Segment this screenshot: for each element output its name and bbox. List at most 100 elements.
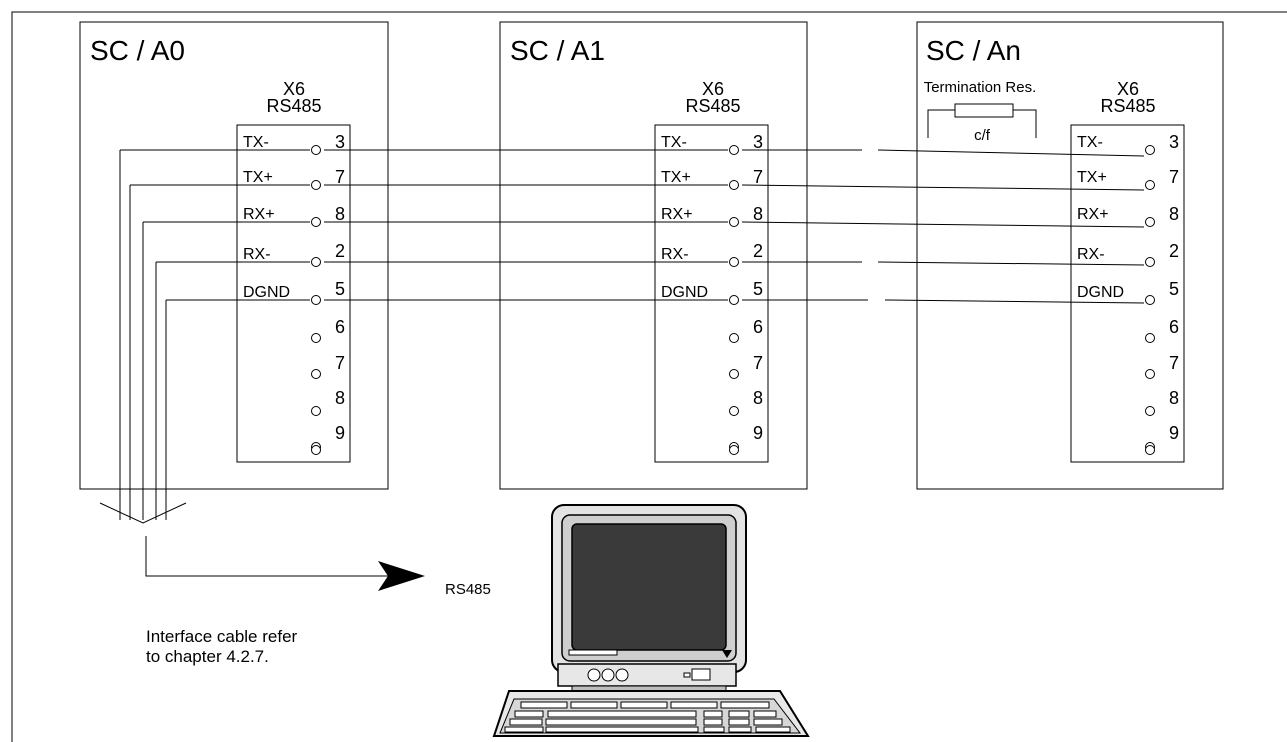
spare-pin-terminal bbox=[1145, 445, 1155, 455]
cable-route-line bbox=[145, 536, 398, 577]
pin-terminal bbox=[311, 257, 321, 267]
pin-number-dgnd: 5 bbox=[1169, 279, 1179, 299]
resistor-leads bbox=[927, 109, 1037, 138]
bus-wire-rx-plus bbox=[143, 221, 1145, 228]
connector-type-an: RS485 bbox=[1100, 96, 1155, 116]
bus-wire-tx-plus bbox=[130, 184, 1145, 191]
pin-number-tx-minus: 3 bbox=[335, 132, 345, 152]
spare-pin-terminal bbox=[1145, 333, 1155, 343]
pin-number-tx-minus: 3 bbox=[753, 132, 763, 152]
signal-label-tx-plus: TX+ bbox=[1077, 169, 1107, 186]
pin-terminal bbox=[1145, 217, 1155, 227]
pin-number-dgnd: 5 bbox=[335, 279, 345, 299]
spare-pin-terminal bbox=[1145, 369, 1155, 379]
module-title-a0: SC / A0 bbox=[90, 35, 185, 66]
cable-note-line-1: Interface cable refer bbox=[146, 627, 298, 646]
connector-box-a0 bbox=[236, 124, 351, 463]
connector-name-an: X6 bbox=[1117, 79, 1139, 99]
module-box-a0 bbox=[79, 21, 389, 490]
cable-note-line-2: to chapter 4.2.7. bbox=[146, 647, 269, 666]
connector-name-a0: X6 bbox=[283, 79, 305, 99]
signal-label-rx-plus: RX+ bbox=[243, 206, 275, 223]
spare-pin-number: 7 bbox=[335, 353, 345, 373]
module-title-a1: SC / A1 bbox=[510, 35, 605, 66]
page-frame bbox=[11, 11, 1287, 742]
pin-terminal bbox=[1145, 180, 1155, 190]
signal-label-tx-minus: TX- bbox=[661, 134, 687, 151]
termination-resistor: Termination Res. c/f bbox=[924, 79, 1037, 144]
spare-pin-number: 9 bbox=[335, 423, 345, 443]
pin-number-tx-plus: 7 bbox=[335, 167, 345, 187]
termination-note: c/f bbox=[974, 127, 991, 144]
pin-terminal bbox=[729, 295, 739, 305]
signal-label-tx-minus: TX- bbox=[1077, 134, 1103, 151]
signal-label-tx-plus: TX+ bbox=[661, 169, 691, 186]
pin-number-rx-plus: 8 bbox=[1169, 204, 1179, 224]
spare-pin-terminal bbox=[1145, 406, 1155, 416]
spare-pin-number: 6 bbox=[753, 317, 763, 337]
spare-pin-terminal bbox=[729, 445, 739, 455]
signal-label-rx-plus: RX+ bbox=[1077, 206, 1109, 223]
cable-fan-in bbox=[99, 502, 187, 524]
bus-wire-rx-minus bbox=[156, 261, 1145, 266]
arrow-head-icon bbox=[378, 561, 425, 591]
resistor-symbol-icon bbox=[954, 103, 1014, 118]
connector-box-a1 bbox=[654, 124, 769, 463]
pin-number-rx-plus: 8 bbox=[753, 204, 763, 224]
signal-label-rx-minus: RX- bbox=[1077, 246, 1105, 263]
signal-label-dgnd: DGND bbox=[661, 284, 708, 301]
signal-label-tx-plus: TX+ bbox=[243, 169, 273, 186]
connector-name-a1: X6 bbox=[702, 79, 724, 99]
bus-wires bbox=[120, 149, 1145, 304]
spare-pin-terminal bbox=[311, 406, 321, 416]
bus-wire-dgnd bbox=[166, 299, 1145, 304]
spare-pin-terminal bbox=[311, 333, 321, 343]
pin-number-rx-minus: 2 bbox=[335, 241, 345, 261]
pin-terminal bbox=[729, 180, 739, 190]
signal-label-rx-plus: RX+ bbox=[661, 206, 693, 223]
spare-pin-number: 9 bbox=[1169, 423, 1179, 443]
pin-terminal bbox=[1145, 295, 1155, 305]
monitor-screen bbox=[571, 523, 727, 651]
pin-terminal bbox=[311, 145, 321, 155]
cable-bundle bbox=[99, 150, 187, 524]
spare-pin-number: 6 bbox=[335, 317, 345, 337]
pin-terminal bbox=[729, 217, 739, 227]
pin-number-dgnd: 5 bbox=[753, 279, 763, 299]
signal-label-rx-minus: RX- bbox=[243, 246, 271, 263]
spare-pin-number: 7 bbox=[753, 353, 763, 373]
signal-label-rx-minus: RX- bbox=[661, 246, 689, 263]
pin-terminal bbox=[1145, 145, 1155, 155]
pin-terminal bbox=[311, 217, 321, 227]
pin-number-rx-minus: 2 bbox=[753, 241, 763, 261]
pin-terminal bbox=[1145, 257, 1155, 267]
spare-pin-terminal bbox=[729, 369, 739, 379]
pin-number-tx-minus: 3 bbox=[1169, 132, 1179, 152]
module-box-an bbox=[916, 21, 1224, 490]
signal-label-dgnd: DGND bbox=[1077, 284, 1124, 301]
pin-number-tx-plus: 7 bbox=[753, 167, 763, 187]
computer-icon bbox=[492, 504, 810, 737]
spare-pin-number: 9 bbox=[753, 423, 763, 443]
signal-label-tx-minus: TX- bbox=[243, 134, 269, 151]
connector-type-a1: RS485 bbox=[685, 96, 740, 116]
termination-label: Termination Res. bbox=[924, 79, 1037, 96]
spare-pin-terminal bbox=[729, 333, 739, 343]
pin-terminal bbox=[311, 295, 321, 305]
pin-terminal bbox=[729, 257, 739, 267]
spare-pin-number: 6 bbox=[1169, 317, 1179, 337]
pc-interface-label: RS485 bbox=[445, 581, 491, 598]
module-box-a1 bbox=[499, 21, 808, 490]
pin-terminal bbox=[311, 180, 321, 190]
spare-pin-number: 7 bbox=[1169, 353, 1179, 373]
pin-number-rx-plus: 8 bbox=[335, 204, 345, 224]
spare-pin-number: 8 bbox=[1169, 388, 1179, 408]
spare-pin-terminal bbox=[729, 406, 739, 416]
pin-number-tx-plus: 7 bbox=[1169, 167, 1179, 187]
spare-pin-number: 8 bbox=[753, 388, 763, 408]
spare-pin-terminal bbox=[311, 369, 321, 379]
